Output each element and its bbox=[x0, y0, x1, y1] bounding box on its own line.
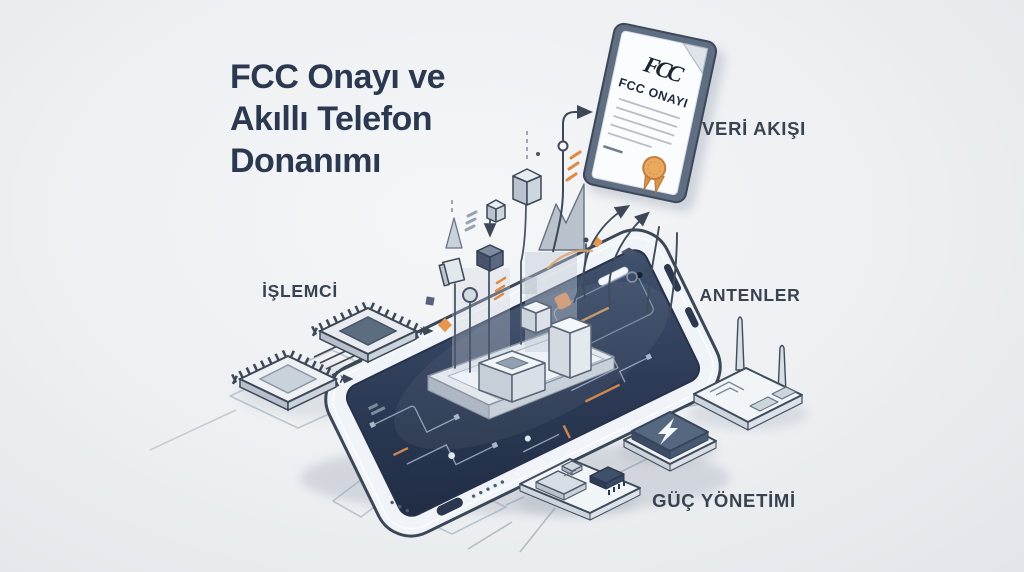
speaker-holes bbox=[390, 480, 505, 513]
processor-chip-icon-2 bbox=[222, 348, 354, 412]
ic-chip bbox=[589, 466, 625, 484]
data-flow-lines bbox=[546, 205, 678, 319]
arrow-to-certificate bbox=[552, 105, 593, 253]
charging-port bbox=[436, 497, 463, 516]
label-antennas: ANTENLER bbox=[699, 285, 801, 305]
processor-chips bbox=[222, 300, 434, 412]
node-circle bbox=[462, 287, 478, 303]
antenna-icon bbox=[735, 316, 745, 371]
label-power-management: GÜÇ YÖNETİMİ bbox=[652, 490, 796, 511]
title-line-2: Akıllı Telefon bbox=[230, 100, 433, 138]
sim-tray bbox=[685, 307, 699, 328]
certificate-text-lines bbox=[607, 97, 681, 148]
power-tile bbox=[623, 411, 717, 472]
lightning-bolt-icon bbox=[658, 418, 678, 445]
page-title: FCC Onayı ve Akıllı Telefon Donanımı bbox=[230, 56, 446, 182]
platform-cubes bbox=[478, 300, 592, 403]
front-camera-dot bbox=[636, 271, 643, 279]
router-trace bbox=[709, 381, 745, 396]
title-line-3: Donanımı bbox=[230, 142, 381, 180]
processor-chip-icon bbox=[302, 300, 434, 364]
title-line-1: FCC Onayı ve bbox=[230, 58, 446, 96]
orange-screen-chip bbox=[554, 292, 572, 310]
paper-fold-corner bbox=[682, 42, 709, 75]
decor-dashes-dots bbox=[425, 131, 650, 333]
fcc-certificate: FCC FCC ONAYI bbox=[582, 22, 725, 213]
side-button bbox=[663, 263, 682, 292]
cone-marker bbox=[445, 217, 463, 249]
floating-card bbox=[438, 257, 466, 287]
antenna-icon-2 bbox=[777, 344, 787, 394]
line-node bbox=[557, 140, 569, 152]
power-pcb-board bbox=[519, 458, 641, 521]
speaker-slit bbox=[598, 266, 629, 286]
certificate-paper bbox=[591, 30, 708, 196]
cube-stems bbox=[454, 197, 587, 377]
label-data-flow: VERİ AKIŞI bbox=[702, 118, 806, 139]
label-processor: İŞLEMCİ bbox=[262, 281, 338, 301]
ic-pins bbox=[608, 481, 625, 495]
antenna-module bbox=[693, 316, 803, 431]
ribbon-seal-icon bbox=[642, 155, 667, 195]
